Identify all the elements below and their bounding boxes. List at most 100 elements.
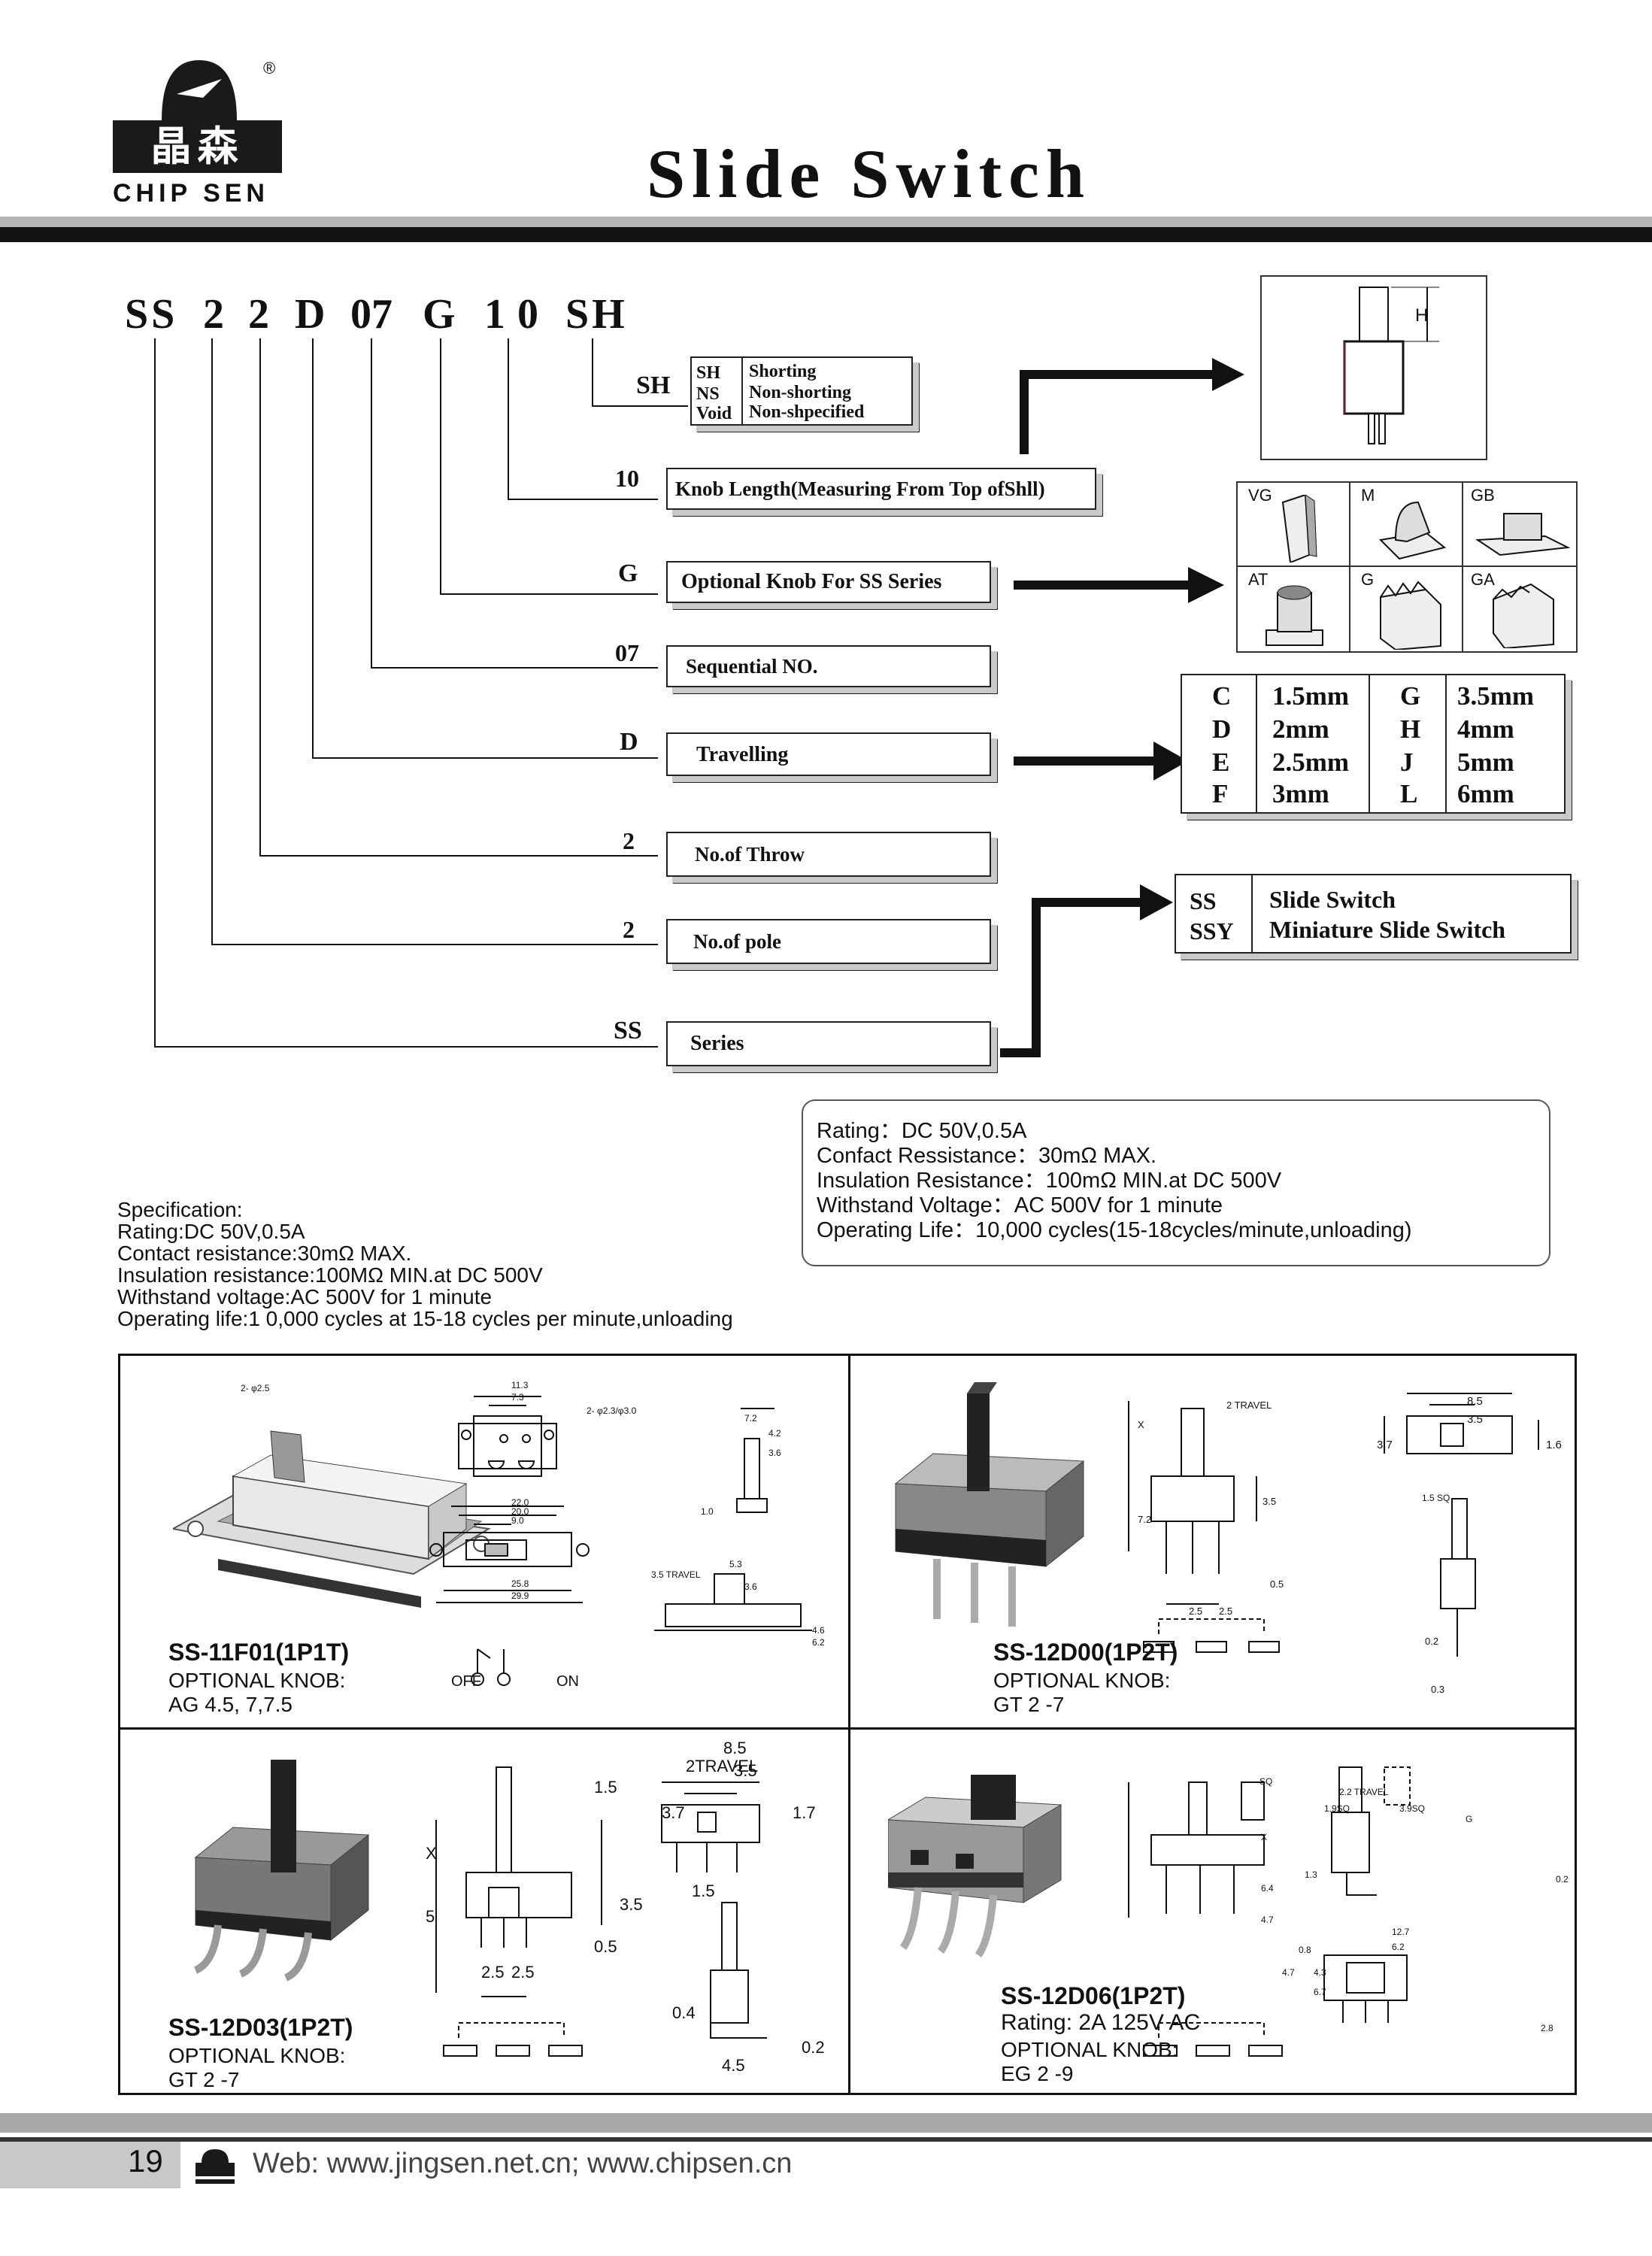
dim-p4-d14: 6.7 [1314, 1987, 1326, 1997]
code-letter-seq: 07 [350, 291, 393, 338]
dim-p4-d2: 2.2 TRAVEL [1339, 1787, 1389, 1797]
code-label-10: 10 [615, 465, 639, 492]
dim-p1-d4: 2- φ2.3/φ3.0 [587, 1405, 637, 1416]
dim-p1-d17: 4.6 [812, 1625, 825, 1636]
knob-vg-label: VG [1248, 486, 1272, 505]
void-desc: Non-shpecified [749, 402, 865, 422]
dim-p4-d7: 6.4 [1261, 1883, 1274, 1894]
off-label: OFF [451, 1673, 481, 1690]
sh-table: SH Shorting NS Non-shorting Void Non-shp… [690, 356, 913, 426]
code-connector-lines [154, 338, 1244, 1057]
dim-p1-d13: 3.5 TRAVEL [651, 1569, 701, 1580]
knob-height-drawing: H [1260, 275, 1487, 460]
dim-p1-d12: 3.6 [768, 1448, 781, 1458]
knob-gb-icon [1475, 513, 1571, 556]
travel-e-code: E [1212, 747, 1230, 777]
product-line3-ss12d00: GT 2 -7 [993, 1693, 1065, 1716]
travel-f-val: 3mm [1272, 779, 1329, 808]
code-letter-len2: 0 [517, 291, 538, 338]
product-line4-ss12d06: EG 2 -9 [1001, 2062, 1074, 2085]
product-line3-ss12d06: OPTIONAL KNOB: [1001, 2038, 1178, 2061]
spec-rating: Rating:DC 50V,0.5A [117, 1220, 305, 1243]
knob-m-icon [1378, 501, 1447, 560]
dim-p4-d10: 4.7 [1282, 1967, 1295, 1978]
field-box-sequential: Sequential NO. [666, 645, 991, 687]
travel-d-val: 2mm [1272, 714, 1329, 744]
dim-p4-d17: 1.3 [1305, 1869, 1317, 1880]
dim-p4-d3: 1.9SQ [1324, 1803, 1350, 1814]
dim-p1-d11: 4.2 [768, 1428, 781, 1439]
series-ss-code: SS [1190, 887, 1217, 914]
code-label-g: G [618, 559, 638, 587]
product-line2-ss12d00: OPTIONAL KNOB: [993, 1669, 1171, 1692]
footer-logo-icon [196, 2149, 235, 2184]
ns-code: NS [696, 384, 720, 404]
travel-g-val: 3.5mm [1457, 681, 1535, 711]
dim-p3-d2: 2TRAVEL [686, 1757, 759, 1775]
footer-tab [0, 2142, 180, 2188]
code-letter-shorting: SH [565, 291, 628, 338]
dim-p3-d7: 2.5 [481, 1963, 505, 1982]
dim-p1-d16: 1.0 [701, 1506, 714, 1517]
ns-desc: Non-shorting [749, 383, 852, 402]
travel-table: C 1.5mm G 3.5mm D 2mm H 4mm E 2.5mm J 5m… [1181, 674, 1566, 814]
dim-p2-d1: 2 TRAVEL [1226, 1399, 1272, 1411]
series-ssy-code: SSY [1190, 917, 1234, 945]
dim-p3-d12: 1.7 [793, 1803, 816, 1822]
dim-p1-d8: 25.8 [511, 1578, 529, 1589]
logo-chinese-text: 晶森 [113, 120, 282, 173]
rating-line-1: Rating：DC 50V,0.5A [817, 1119, 1027, 1143]
code-letter-len1: 1 [484, 291, 505, 338]
header-rule-black [0, 227, 1652, 242]
dim-p1-d15: 3.6 [744, 1581, 757, 1592]
product-name-ss11f01: SS-11F01(1P1T) [168, 1639, 350, 1666]
code-label-2-throw: 2 [623, 827, 635, 854]
dim-p2-d5: 0.5 [1270, 1578, 1284, 1590]
dim-p3-d4: 5 [426, 1907, 435, 1926]
spec-withstand: Withstand voltage:AC 500V for 1 minute [117, 1285, 493, 1308]
dim-p1-d1: 2- φ2.5 [241, 1383, 270, 1393]
dim-drawing-ss12d03 [435, 1766, 767, 2057]
field-box-travelling: Travelling [666, 732, 991, 776]
dim-p2-d14: 0.3 [1431, 1684, 1445, 1695]
dim-p3-d8: 2.5 [511, 1963, 535, 1982]
product-line2-ss11f01: OPTIONAL KNOB: [168, 1669, 346, 1692]
knob-g-icon [1380, 581, 1441, 650]
dim-p4-d16: 0.2 [1556, 1874, 1569, 1885]
product-name-ss12d06: SS-12D06(1P2T) [1001, 1982, 1186, 2009]
knob-vg-icon [1281, 495, 1317, 562]
code-letter-throw: 2 [248, 291, 269, 338]
code-label-sh: SH [636, 371, 671, 399]
product-ss-12d03: 1.5 2TRAVEL X 5 3.5 0.5 2.5 2.5 8.5 3.5 … [120, 1730, 848, 2095]
spec-heading: Specification: [117, 1198, 243, 1221]
logo [113, 53, 293, 203]
knob-m-label: M [1361, 486, 1375, 505]
travel-c-code: C [1212, 681, 1232, 711]
rating-line-3: Insulation Resistance：100mΩ MIN.at DC 50… [817, 1169, 1282, 1193]
knob-m: M [1350, 483, 1463, 567]
rating-line-4: Withstand Voltage：AC 500V for 1 minute [817, 1193, 1223, 1217]
product-name-ss12d00: SS-12D00(1P2T) [993, 1639, 1178, 1666]
dim-p1-d10: 7.2 [744, 1413, 757, 1424]
switch-photo-ss12d03 [193, 1760, 370, 1982]
knob-ga-label: GA [1471, 570, 1495, 589]
dim-p2-d6: 2.5 [1189, 1606, 1203, 1617]
header-rule-gray [0, 217, 1652, 227]
switch-photo-ss12d06 [888, 1775, 1062, 1957]
dim-p4-d4: 3.9SQ [1399, 1803, 1426, 1814]
travel-f-code: F [1212, 779, 1229, 808]
dim-p3-d16: 0.2 [802, 2038, 825, 2057]
void-code: Void [696, 404, 732, 423]
dim-p4-d13: 6.2 [1392, 1942, 1405, 1952]
dim-p3-d9: 8.5 [723, 1739, 747, 1757]
product-line2-ss12d03: OPTIONAL KNOB: [168, 2044, 346, 2067]
dim-p2-d2: X [1138, 1419, 1144, 1430]
knob-ga: GA [1463, 567, 1576, 651]
travel-j-val: 5mm [1457, 747, 1514, 777]
field-box-throw: No.of Throw [666, 832, 991, 877]
dim-p4-d12: 12.7 [1392, 1927, 1410, 1937]
footer-website[interactable]: Web: www.jingsen.net.cn; www.chipsen.cn [253, 2148, 793, 2179]
product-ss-12d00: 2 TRAVEL X 7.2 3.5 0.5 2.5 2.5 8.5 3.5 3… [850, 1356, 1577, 1727]
travel-h-code: H [1400, 714, 1421, 744]
travel-h-val: 4mm [1457, 714, 1514, 744]
